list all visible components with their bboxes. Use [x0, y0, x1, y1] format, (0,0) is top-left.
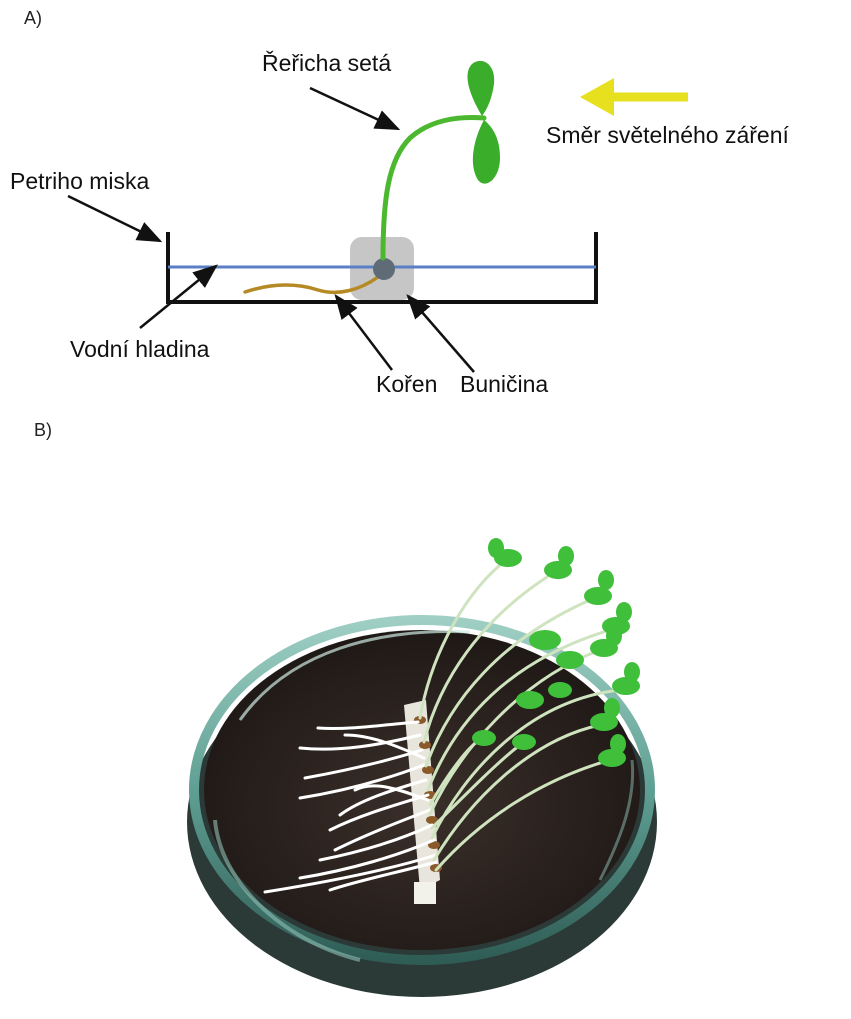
seed-circle	[373, 258, 395, 280]
arrow-pointer-icon	[67, 194, 163, 243]
rim-highlight	[213, 819, 361, 962]
rim-highlight	[598, 759, 635, 881]
diagram-a	[67, 60, 688, 373]
panel-a-label: A)	[24, 8, 42, 28]
arrow-pointer-icon	[334, 294, 393, 371]
leaf-upper	[467, 60, 495, 116]
cellulose-strip-end	[414, 882, 436, 904]
label-petri-dish: Petriho miska	[10, 168, 150, 194]
label-cellulose: Buničina	[460, 371, 549, 397]
arrow-pointer-icon	[406, 294, 475, 373]
arrow-pointer-icon	[139, 264, 218, 329]
label-root: Kořen	[376, 371, 438, 397]
seeds	[414, 716, 442, 872]
arrow-pointer-icon	[309, 86, 401, 131]
dish-outer-wall	[187, 647, 657, 997]
roots	[263, 720, 438, 894]
label-water-level: Vodní hladina	[70, 336, 210, 362]
label-plant: Řeřicha setá	[262, 50, 392, 76]
label-light-direction: Směr světelného záření	[546, 122, 789, 148]
rim-highlight	[238, 630, 471, 721]
panel-b-label: B)	[34, 420, 52, 440]
stems	[418, 563, 622, 872]
leaves	[472, 538, 640, 767]
stem-shape	[380, 115, 487, 261]
dish-floor	[204, 630, 640, 950]
root-shape	[243, 275, 380, 295]
cellulose-strip	[404, 700, 440, 890]
leaf-lower	[472, 120, 500, 184]
dish-rim	[189, 615, 655, 965]
arrow-left-icon	[580, 78, 688, 116]
